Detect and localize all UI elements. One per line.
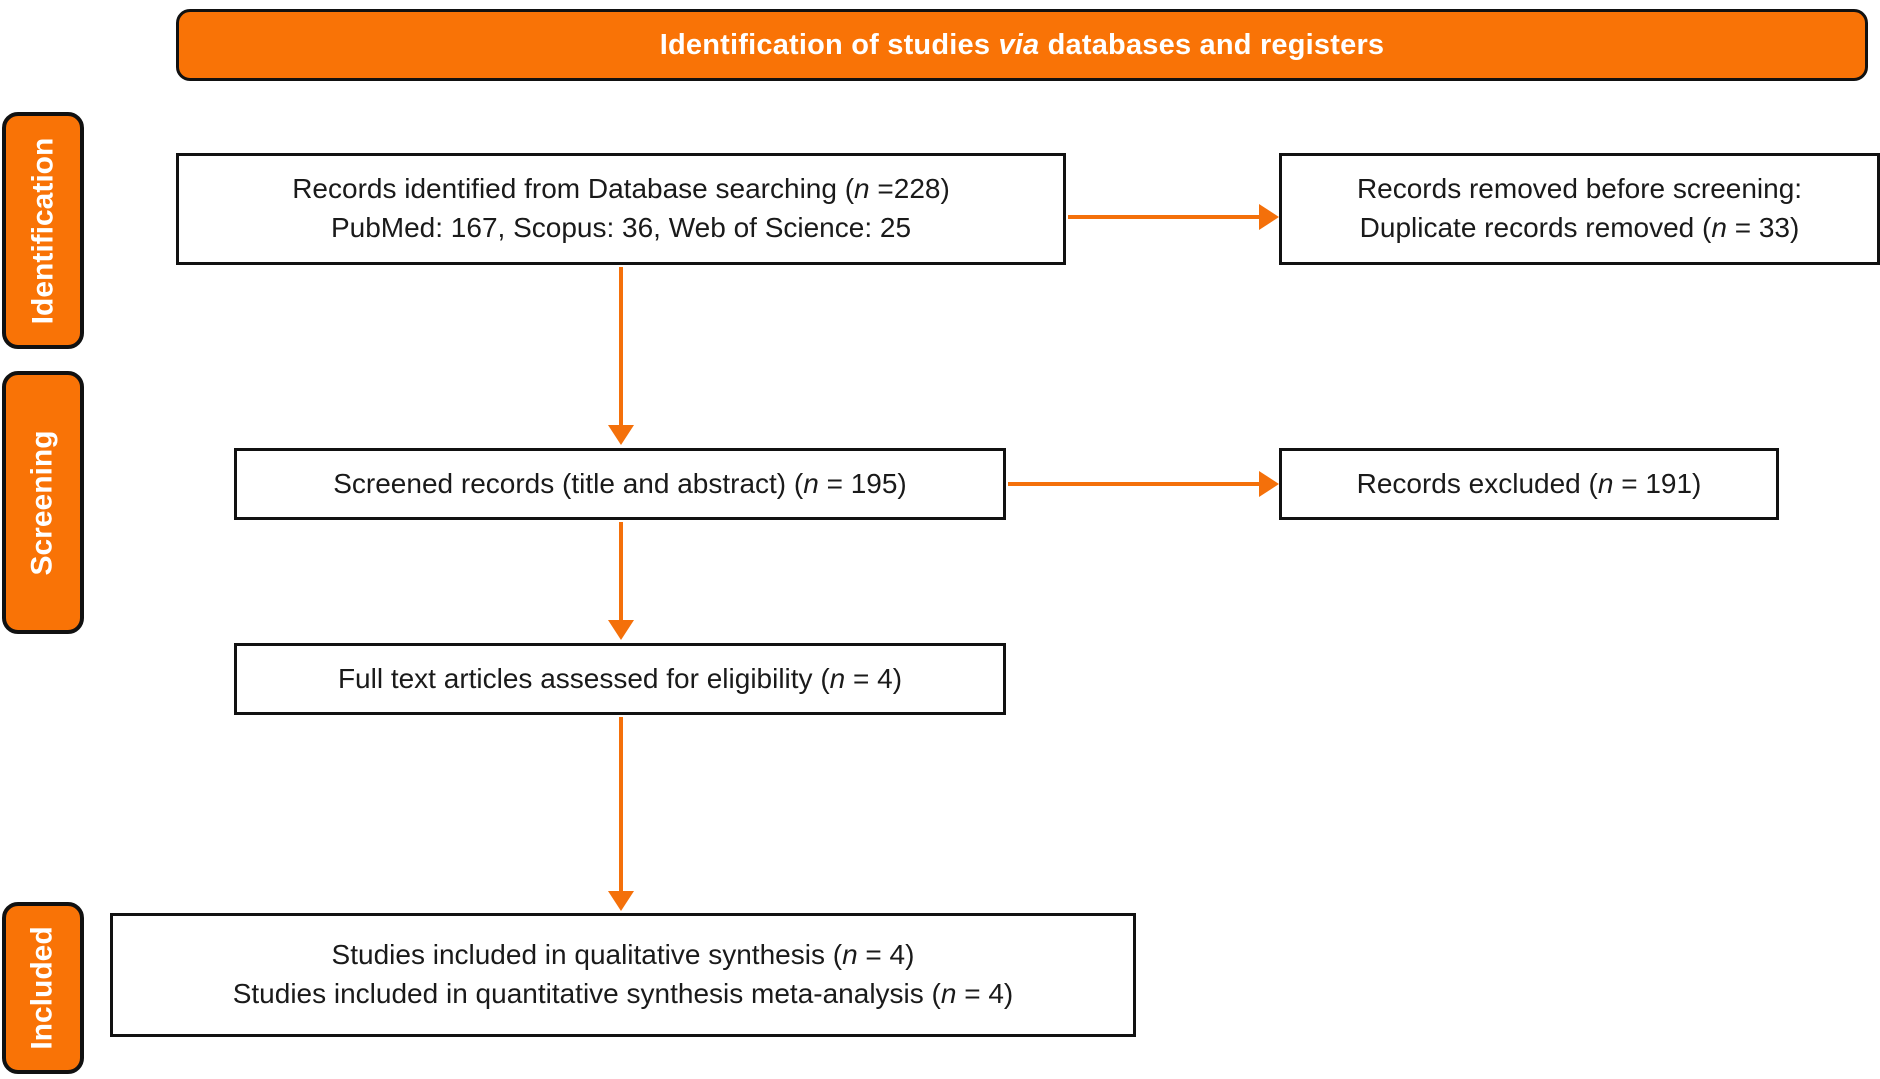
fulltext-assessed-text-a: Full text articles assessed for eligibil… — [337, 662, 830, 694]
fulltext-assessed-n-symbol: n — [829, 662, 846, 694]
box-records-identified-line1: Records identified from Database searchi… — [292, 170, 950, 209]
fulltext-assessed-text-b: = 4) — [845, 662, 903, 694]
arrowhead-right-icon — [1259, 204, 1279, 230]
arrowhead-down-icon — [608, 425, 634, 445]
studies-qualitative-text-b: = 4) — [857, 939, 915, 971]
studies-quantitative-n-symbol: n — [940, 978, 957, 1009]
banner-title-part2: databases and registers — [1039, 28, 1385, 61]
banner-title: Identification of studies via databases … — [660, 29, 1385, 62]
box-records-identified: Records identified from Database searchi… — [176, 153, 1066, 265]
arrowhead-down-icon — [608, 620, 634, 640]
box-records-removed-line2: Duplicate records removed (n = 33) — [1360, 209, 1800, 248]
banner-title-italic: via — [998, 28, 1040, 61]
stage-label-screening-text: Screening — [26, 429, 59, 576]
stage-label-screening: Screening — [2, 371, 84, 634]
stage-label-included-text: Included — [26, 926, 59, 1050]
box-records-excluded-line1: Records excluded (n = 191) — [1357, 465, 1702, 504]
box-studies-included-line1: Studies included in qualitative synthesi… — [332, 936, 915, 975]
arrow-fulltext-to-included — [608, 717, 634, 911]
records-screened-text-b: = 195) — [818, 467, 907, 499]
stage-label-included: Included — [2, 902, 84, 1074]
records-removed-text-b: = 33) — [1726, 212, 1800, 243]
records-excluded-n-symbol: n — [1597, 467, 1614, 499]
arrowhead-down-icon — [608, 891, 634, 911]
records-removed-text-a: Duplicate records removed ( — [1359, 212, 1712, 243]
arrow-screened-to-fulltext — [608, 522, 634, 640]
stage-label-identification-text: Identification — [26, 137, 60, 324]
box-records-removed: Records removed before screening: Duplic… — [1279, 153, 1880, 265]
records-identified-text-b: =228) — [869, 173, 950, 205]
records-identified-text-a: Records identified from Database searchi… — [292, 173, 855, 205]
arrow-identified-to-removed — [1068, 204, 1279, 230]
box-records-screened: Screened records (title and abstract) (n… — [234, 448, 1006, 520]
records-excluded-text-a: Records excluded ( — [1356, 467, 1598, 499]
records-identified-n-symbol: n — [854, 173, 870, 205]
records-excluded-text-b: = 191) — [1613, 467, 1702, 499]
diagram-header-banner: Identification of studies via databases … — [176, 9, 1868, 81]
box-fulltext-assessed: Full text articles assessed for eligibil… — [234, 643, 1006, 715]
records-screened-text-a: Screened records (title and abstract) ( — [333, 467, 804, 499]
arrow-screened-to-excluded — [1008, 471, 1279, 497]
records-removed-n-symbol: n — [1711, 212, 1727, 243]
arrow-identified-to-screened — [608, 267, 634, 445]
arrowhead-right-icon — [1259, 471, 1279, 497]
box-studies-included: Studies included in qualitative synthesi… — [110, 913, 1136, 1037]
records-screened-n-symbol: n — [803, 467, 819, 499]
box-studies-included-line2: Studies included in quantitative synthes… — [233, 975, 1014, 1014]
studies-qualitative-n-symbol: n — [842, 939, 858, 971]
studies-quantitative-text-b: = 4) — [956, 978, 1014, 1009]
studies-quantitative-text-a: Studies included in quantitative synthes… — [232, 978, 941, 1009]
box-records-excluded: Records excluded (n = 191) — [1279, 448, 1779, 520]
studies-qualitative-text-a: Studies included in qualitative synthesi… — [331, 939, 843, 971]
box-records-removed-line1: Records removed before screening: — [1356, 173, 1803, 205]
banner-title-part1: Identification of studies — [659, 28, 999, 61]
box-records-identified-line2: PubMed: 167, Scopus: 36, Web of Science:… — [330, 212, 912, 243]
box-fulltext-assessed-line1: Full text articles assessed for eligibil… — [338, 660, 902, 699]
stage-label-identification: Identification — [2, 112, 84, 349]
box-records-screened-line1: Screened records (title and abstract) (n… — [333, 465, 907, 504]
